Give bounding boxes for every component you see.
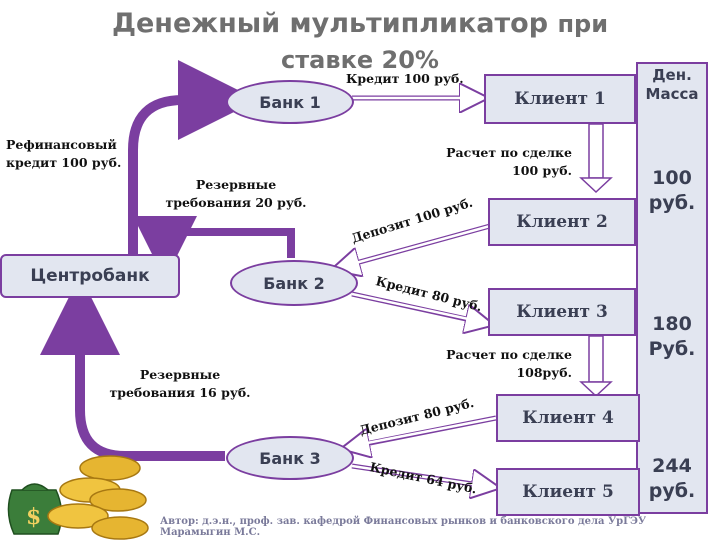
- client-3-box: Клиент 3: [488, 288, 636, 336]
- client-5-box: Клиент 5: [496, 468, 640, 516]
- svg-text:$: $: [26, 504, 41, 530]
- title-line1: Денежный мультипликатор: [111, 8, 549, 39]
- reserve20-arrow: [133, 216, 295, 280]
- money-supply-header: Ден. Масса: [645, 66, 699, 103]
- bank-3-node: Банк 3: [226, 436, 354, 480]
- coins-illustration: $: [7, 455, 149, 540]
- bank-1-node: Банк 1: [226, 80, 354, 124]
- money-supply-value-3: 244 руб.: [648, 455, 696, 502]
- title-line2: ставке 20%: [281, 46, 439, 74]
- money-supply-column: [636, 62, 708, 514]
- title-line1-tail: при: [557, 10, 609, 38]
- settlement108-label: Расчет по сделке 108руб.: [446, 347, 572, 380]
- client-4-box: Клиент 4: [496, 394, 640, 442]
- money-supply-value-2: 180 Руб.: [648, 313, 696, 360]
- money-supply-value-1: 100 руб.: [648, 167, 696, 214]
- client-2-box: Клиент 2: [488, 198, 636, 246]
- reserve20-label: Резервные требования 20 руб.: [165, 177, 307, 210]
- settlement100-label: Расчет по сделке 100 руб.: [446, 145, 572, 178]
- reserve16-arrow: [40, 275, 225, 461]
- client-1-box: Клиент 1: [484, 74, 636, 124]
- money-bag-icon: $: [7, 483, 63, 535]
- reserve16-label: Резервные требования 16 руб.: [109, 367, 251, 400]
- refinance-label: Рефинансовый кредит 100 руб.: [6, 137, 122, 170]
- author-footer: Автор: д.э.н., проф. зав. кафедрой Финан…: [160, 516, 647, 538]
- page-title: Денежный мультипликатор при ставке 20%: [40, 6, 680, 78]
- refinance-arrow: [128, 60, 258, 254]
- bank-2-node: Банк 2: [230, 260, 358, 306]
- central-bank-box: Центробанк: [0, 254, 180, 298]
- credit100-label: Кредит 100 руб.: [346, 71, 464, 86]
- coin-stack-icon: [47, 455, 149, 540]
